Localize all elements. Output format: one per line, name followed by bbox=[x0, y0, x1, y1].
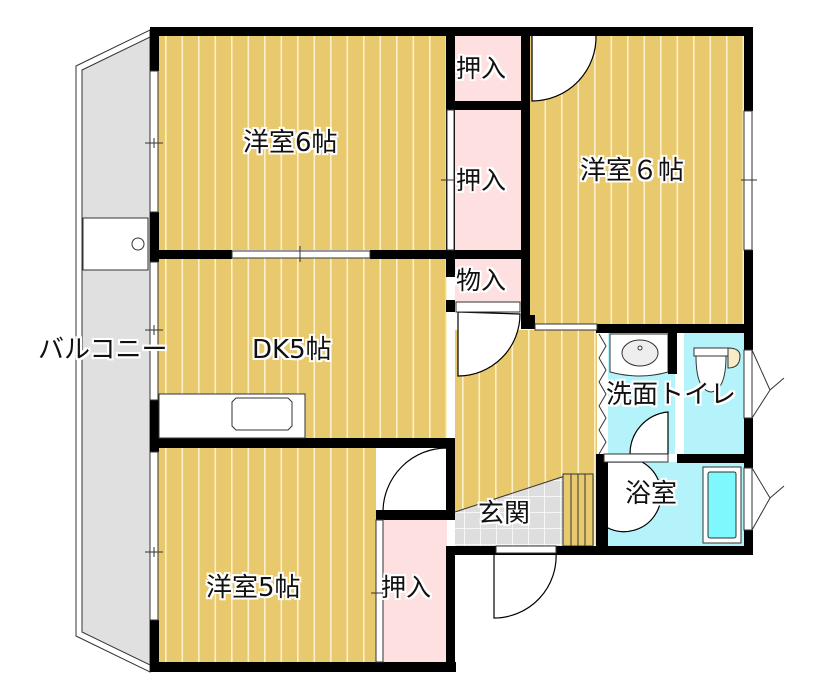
window-west-3 bbox=[149, 451, 159, 621]
door-bathroom bbox=[605, 461, 662, 533]
entrance-tile bbox=[455, 476, 565, 546]
western-room-2-label: 洋室６帖 bbox=[580, 156, 685, 186]
washroom-toilet-label: 洗面トイレ bbox=[606, 380, 737, 410]
western-room-3-floor bbox=[158, 448, 376, 662]
toilet-icon bbox=[693, 347, 741, 393]
closet-2-area bbox=[455, 110, 522, 250]
closet-1-label: 押入 bbox=[456, 54, 507, 83]
storage-label: 物入 bbox=[456, 266, 507, 295]
western-room-1-floor bbox=[158, 35, 447, 250]
door-washroom bbox=[629, 411, 669, 455]
western-room-3-label: 洋室5帖 bbox=[206, 573, 301, 603]
door-western-room-3 bbox=[382, 447, 448, 513]
door-entrance[interactable] bbox=[493, 551, 557, 619]
balcony-label: バルコニー bbox=[38, 335, 168, 365]
balcony bbox=[75, 29, 151, 673]
sliding-door-room1-dk bbox=[231, 250, 371, 259]
drain-icon bbox=[131, 237, 145, 251]
kitchen-counter bbox=[158, 393, 306, 439]
bathroom-label: 浴室 bbox=[625, 479, 678, 509]
closet-3-area bbox=[383, 520, 447, 662]
closet-1-area bbox=[455, 35, 522, 101]
entrance-label: 玄関 bbox=[478, 499, 531, 529]
closet-2-label: 押入 bbox=[456, 166, 507, 195]
closet-3-label: 押入 bbox=[381, 573, 432, 602]
dining-kitchen-label: DK5帖 bbox=[252, 335, 332, 365]
sliding-door-closet3 bbox=[375, 519, 384, 663]
sliding-door-room2 bbox=[534, 323, 598, 331]
door-western-room-2 bbox=[531, 34, 597, 102]
storage-area bbox=[455, 258, 522, 306]
western-room-1-label: 洋室6帖 bbox=[243, 128, 338, 158]
door-storage bbox=[457, 311, 521, 377]
